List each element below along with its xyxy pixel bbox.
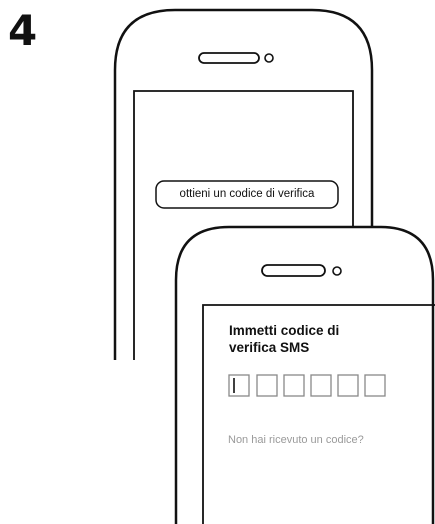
phone-back-screen [133,90,354,360]
code-digit-box-3[interactable] [283,374,305,397]
code-digit-box-6[interactable] [364,374,386,397]
code-digit-box-2[interactable] [256,374,278,397]
phone-front [174,225,435,524]
resend-code-link[interactable]: Non hai ricevuto un codice? [228,434,364,446]
phone-back-camera-icon [264,53,274,63]
sms-code-prompt-line-2: verifica SMS [229,340,310,355]
code-digit-box-1[interactable] [228,374,250,397]
code-digit-box-5[interactable] [337,374,359,397]
get-code-button-label[interactable]: ottieni un codice di verifica [179,188,315,200]
step-number: 4 [8,6,38,55]
code-input-group [228,374,386,397]
code-digit-box-4[interactable] [310,374,332,397]
phone-back-speaker-icon [198,52,260,64]
phone-front-speaker-icon [261,264,326,277]
phone-front-screen [202,304,435,524]
get-code-button[interactable] [155,180,339,209]
sms-code-prompt-line-1: Immetti codice di [229,323,340,338]
phone-back-outline [113,8,374,360]
phone-back [113,8,374,360]
phone-front-camera-icon [332,266,342,276]
sms-code-prompt-title: Immetti codice di verifica SMS [229,322,419,356]
